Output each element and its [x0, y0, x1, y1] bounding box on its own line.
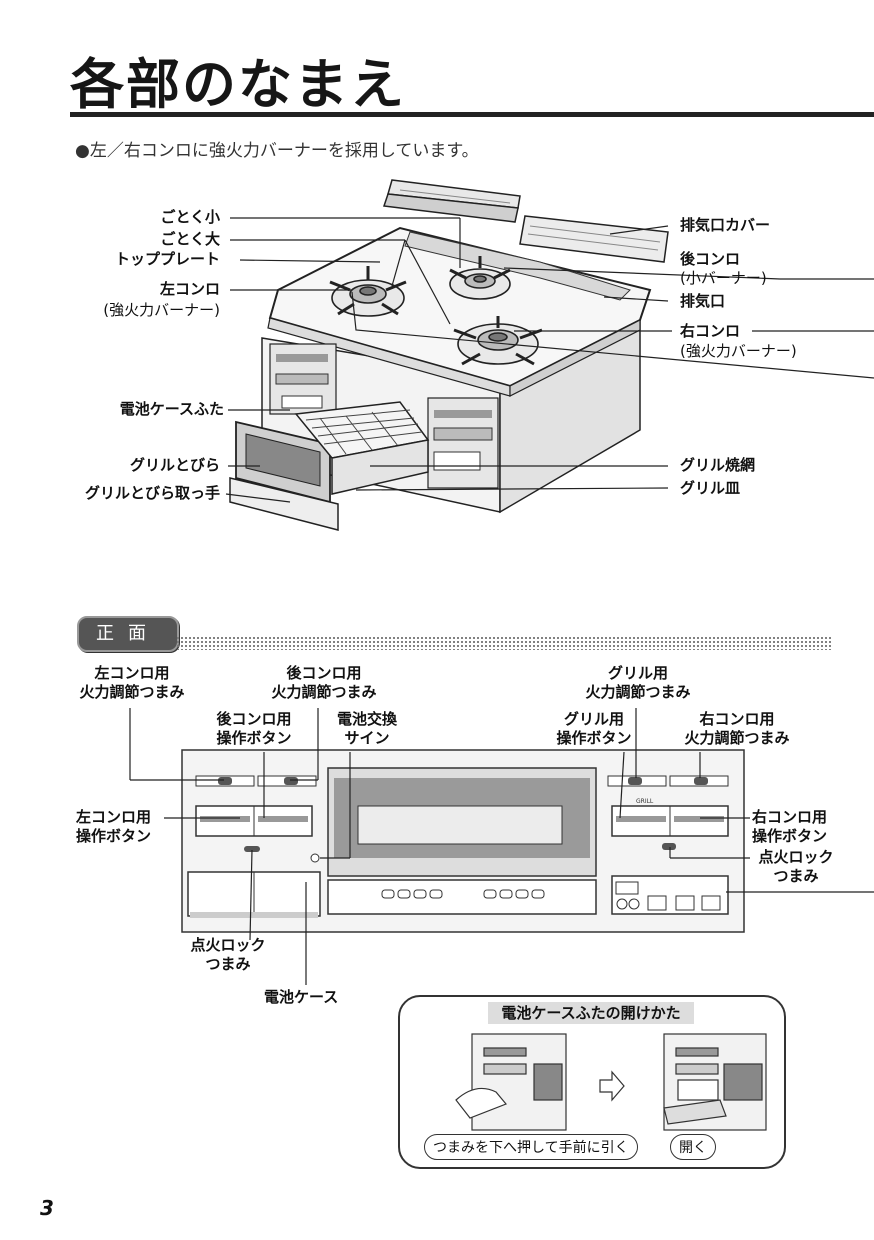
label-battery-sign: 電池交換サイン — [336, 710, 397, 747]
label-grill-button: グリル用操作ボタン — [556, 710, 632, 747]
label-gotoku-small: ごとく小 — [160, 208, 220, 226]
exhaust-cover-illustration — [382, 179, 669, 263]
label-ignition-lock-right: 点火ロックつまみ — [758, 848, 834, 885]
label-grill-door: グリルとびら — [129, 456, 220, 474]
howto-step1: つまみを下へ押して手前に引く — [424, 1134, 638, 1160]
section-tag-front: 正面 — [77, 616, 179, 652]
label-grill-door-handle: グリルとびら取っ手 — [84, 484, 220, 502]
intro-text: ●左／右コンロに強火力バーナーを採用しています。 — [75, 141, 479, 161]
howto-box — [398, 995, 786, 1169]
panel-grill-text: GRILL — [636, 798, 654, 805]
title-rule — [70, 112, 874, 117]
label-rear-button: 後コンロ用操作ボタン — [216, 710, 292, 747]
label-right-stove-sub: (強火力バーナー) — [680, 342, 797, 360]
label-rear-knob: 後コンロ用火力調節つまみ — [271, 664, 377, 701]
label-exhaust: 排気口 — [680, 292, 726, 310]
dotted-band — [176, 636, 832, 650]
label-battery-case: 電池ケース — [264, 988, 339, 1006]
howto-title: 電池ケースふたの開けかた — [488, 1002, 694, 1024]
label-grill-pan: グリル皿 — [680, 479, 741, 497]
label-left-button: 左コンロ用操作ボタン — [76, 808, 152, 845]
label-left-knob: 左コンロ用火力調節つまみ — [79, 664, 185, 701]
page-number: 3 — [40, 1196, 54, 1220]
howto-step2: 開く — [670, 1134, 716, 1160]
label-left-stove-sub: (強火力バーナー) — [103, 301, 220, 319]
label-top-plate: トッププレート — [114, 250, 220, 268]
label-right-button: 右コンロ用操作ボタン — [752, 808, 828, 845]
label-right-knob: 右コンロ用火力調節つまみ — [684, 710, 790, 747]
label-grill-knob: グリル用火力調節つまみ — [585, 664, 691, 701]
label-rear-stove-sub: (小バーナー) — [680, 269, 767, 287]
label-right-stove: 右コンロ — [680, 322, 741, 340]
page-title: 各部のなまえ — [70, 53, 406, 116]
label-left-stove: 左コンロ — [159, 280, 220, 298]
label-rear-stove: 後コンロ — [680, 250, 741, 268]
label-ignition-lock-left: 点火ロックつまみ — [190, 936, 266, 973]
label-grill-net: グリル焼網 — [680, 456, 756, 474]
label-battery-lid: 電池ケースふた — [119, 400, 224, 418]
label-gotoku-large: ごとく大 — [160, 230, 220, 248]
label-exhaust-cover: 排気口カバー — [680, 216, 771, 234]
